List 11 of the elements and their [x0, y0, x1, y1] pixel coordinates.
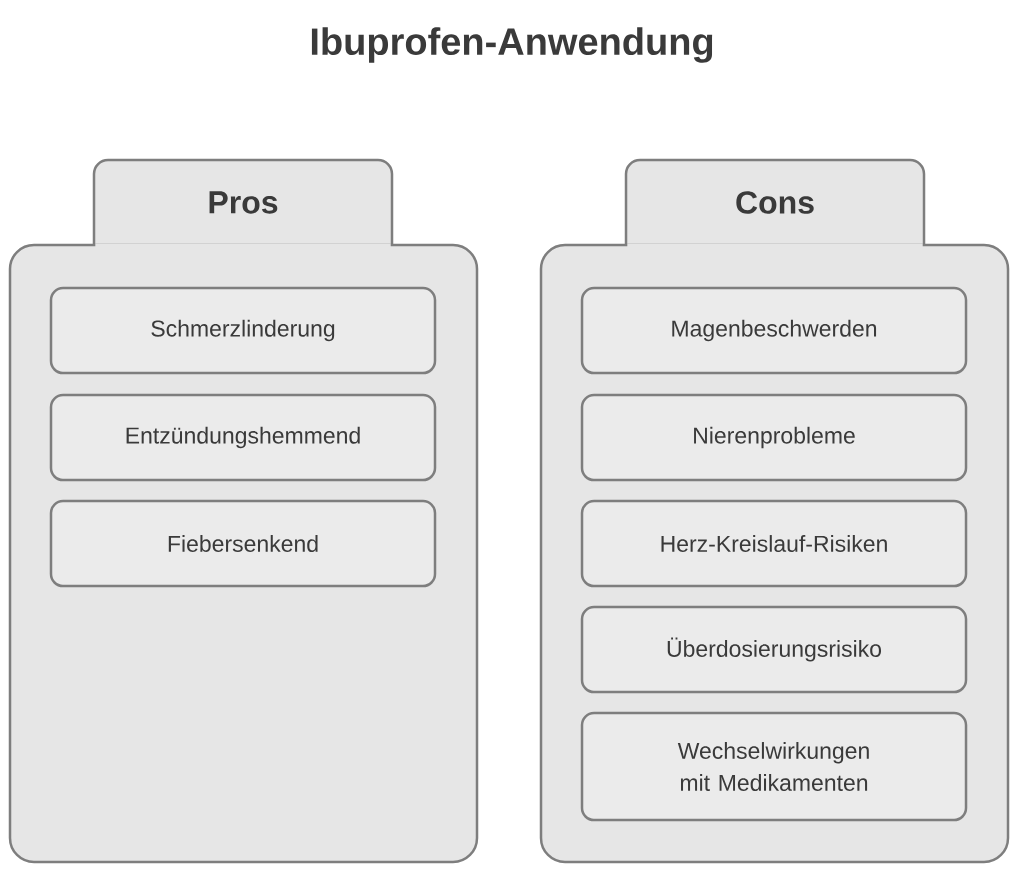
item-box: Magenbeschwerden	[580, 286, 968, 375]
node-label: Cons	[736, 191, 814, 214]
item-box: Wechselwirkungen mit Medikamenten	[580, 711, 968, 822]
item-box: Herz-Kreislauf-Risiken	[580, 499, 968, 588]
item-box: Schmerzlinderung	[49, 286, 437, 375]
title: Ibuprofen-Anwendung	[311, 27, 713, 63]
item-box: Nierenprobleme	[580, 393, 968, 482]
item-box: Entzündungshemmend	[49, 393, 437, 482]
node-label: Pros	[209, 191, 278, 214]
item-box: Fiebersenkend	[49, 499, 437, 588]
item-box: Überdosierungsrisiko	[580, 605, 968, 694]
